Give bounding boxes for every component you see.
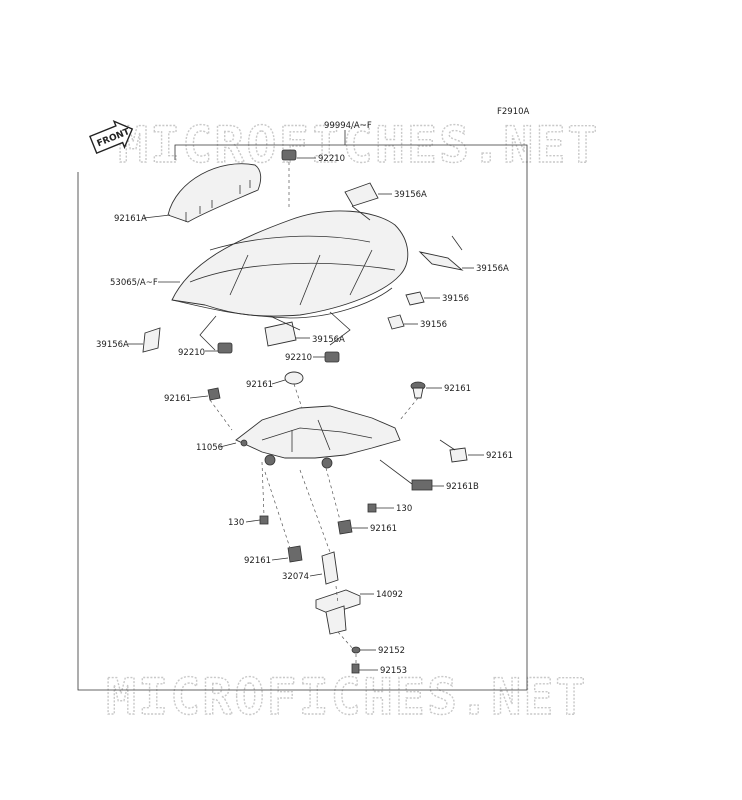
svg-text:39156A: 39156A	[96, 340, 129, 350]
pad-39156-2: 39156	[387, 314, 447, 330]
pad-39156-1: 39156	[405, 291, 469, 306]
clip-92210-right: 92210	[285, 351, 340, 363]
grommet-92161-c: 92161	[410, 381, 471, 399]
svg-text:92161: 92161	[444, 384, 471, 394]
label-99994: 99994/A~F	[324, 121, 372, 131]
svg-text:14092: 14092	[376, 590, 403, 600]
figure-code: F2910A	[497, 107, 530, 117]
svg-text:92153: 92153	[380, 666, 407, 676]
svg-text:130: 130	[396, 504, 412, 514]
bolt-130-left: 130	[228, 515, 269, 528]
svg-text:32074: 32074	[282, 572, 309, 582]
plate-14092: 14092	[315, 589, 403, 635]
seat-cowl-main: 53065/A~F	[110, 210, 409, 319]
svg-text:92161: 92161	[164, 394, 191, 404]
pad-39156A-3: 39156A	[264, 321, 345, 347]
screw-92153: 92153	[351, 663, 407, 676]
seat-cowl-small-cover: 92161A	[114, 163, 262, 224]
svg-text:130: 130	[228, 518, 244, 528]
watermark-bottom: MICROFICHES.NET	[106, 668, 588, 726]
grommet-92161-e: 92161	[337, 519, 397, 535]
svg-text:92161: 92161	[486, 451, 513, 461]
svg-text:39156A: 39156A	[476, 264, 509, 274]
clip-92210-top: 92210	[281, 149, 345, 210]
clip-92210-left: 92210	[178, 342, 233, 358]
grommet-92161-f: 92161	[244, 545, 303, 566]
pad-39156A-4: 39156A	[96, 327, 161, 353]
svg-text:53065/A~F: 53065/A~F	[110, 278, 158, 288]
bolt-130-right: 130	[367, 503, 412, 514]
svg-text:92161: 92161	[246, 380, 273, 390]
latch-32074: 32074	[282, 551, 339, 585]
svg-text:39156: 39156	[442, 294, 469, 304]
svg-text:39156: 39156	[420, 320, 447, 330]
pad-92161B: 92161B	[411, 479, 479, 492]
svg-text:11056: 11056	[196, 443, 223, 453]
spring-92152: 92152	[351, 646, 405, 656]
grommet-92161-b: 92161	[164, 387, 221, 404]
svg-text:92210: 92210	[285, 353, 312, 363]
bracket-11056: 11056	[196, 405, 401, 469]
svg-text:39156A: 39156A	[394, 190, 427, 200]
svg-text:92161: 92161	[244, 556, 271, 566]
grommet-92161-a: 92161	[246, 371, 304, 390]
svg-text:92210: 92210	[178, 348, 205, 358]
front-arrow-icon: FRONT	[89, 119, 134, 154]
svg-text:92161: 92161	[370, 524, 397, 534]
svg-text:92210: 92210	[318, 154, 345, 164]
alignment-lines	[199, 205, 463, 664]
assembly-frame	[77, 144, 528, 691]
pad-39156A-2: 39156A	[418, 251, 509, 274]
svg-text:39156A: 39156A	[312, 335, 345, 345]
grommet-92161-d: 92161	[449, 447, 513, 463]
svg-text:92161B: 92161B	[446, 482, 479, 492]
pad-39156A-1: 39156A	[344, 182, 427, 207]
svg-text:92152: 92152	[378, 646, 405, 656]
svg-text:92161A: 92161A	[114, 214, 147, 224]
